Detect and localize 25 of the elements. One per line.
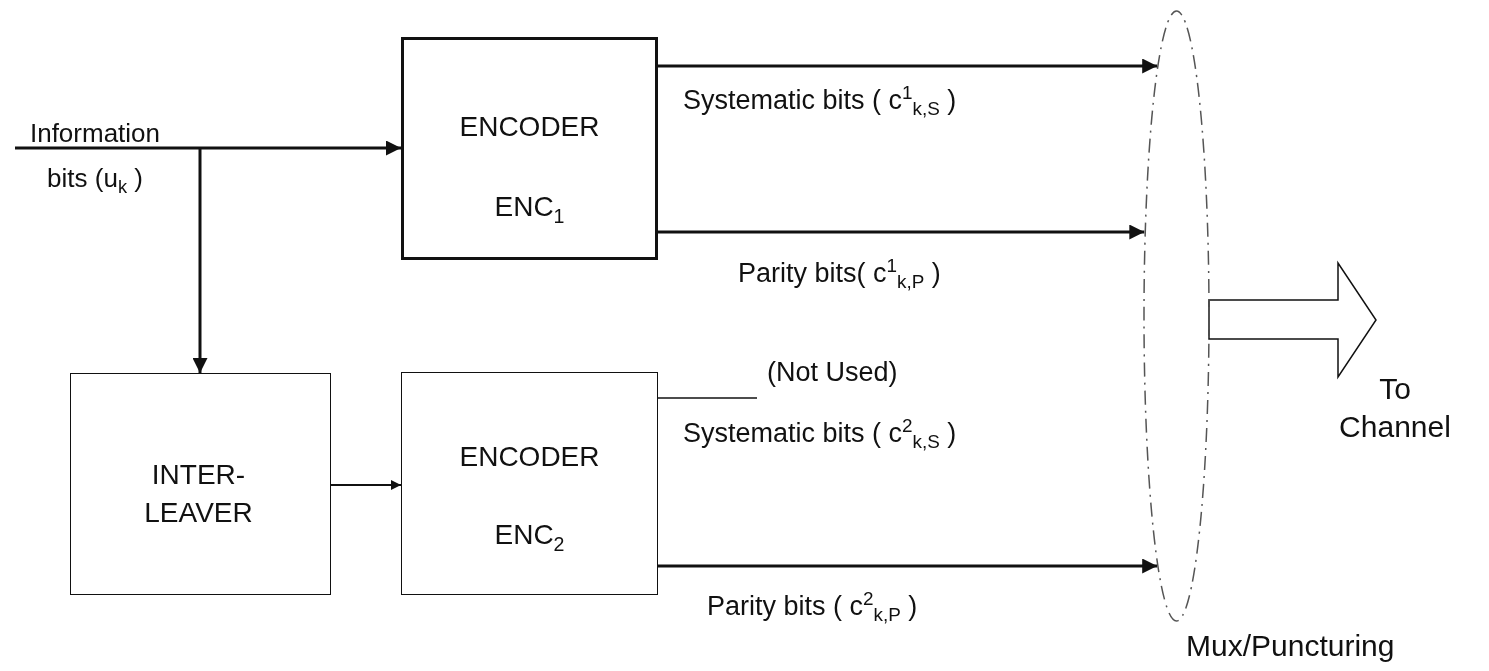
edge-label: Systematic bits ( c$^{2}$$_{k,S}$ ): [683, 415, 957, 455]
block-arrow: [1208, 260, 1377, 380]
arrow: [658, 558, 1158, 574]
arrow: [15, 140, 401, 156]
interleaver-block: [70, 373, 331, 595]
dashed-ellipse: [1143, 10, 1210, 622]
block-title: ENCODER: [458, 441, 601, 474]
arrow: [330, 480, 402, 490]
encoder-block: [401, 372, 658, 595]
edge-label: Parity bits ( c$^{2}$$_{k,P}$ ): [707, 588, 918, 628]
line: [657, 397, 758, 399]
caption: To Channel: [1338, 371, 1452, 445]
encoder-block: [401, 37, 658, 260]
block-title: INTER- LEAVER: [143, 458, 254, 530]
note: (Not Used): [767, 356, 898, 389]
edge-label: Information bits (u$_{k}$ ): [28, 117, 162, 200]
block-label: ENC$_{1}$: [493, 191, 566, 228]
arrow: [192, 148, 208, 373]
block-label: ENC$_{2}$: [493, 519, 566, 556]
edge-label: Parity bits( c$^{1}$$_{k,P}$ ): [738, 255, 941, 295]
arrow: [658, 58, 1158, 74]
node-label: Mux/Puncturing: [1186, 628, 1395, 664]
block-title: ENCODER: [458, 111, 601, 144]
edge-label: Systematic bits ( c$^{1}$$_{k,S}$ ): [683, 82, 957, 122]
arrow: [658, 224, 1145, 240]
